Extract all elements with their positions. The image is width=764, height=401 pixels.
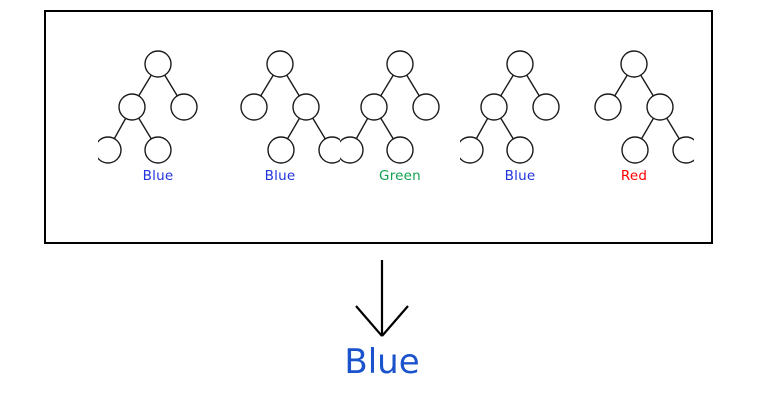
tree-node-root	[506, 50, 534, 78]
tree-node-left-child	[360, 93, 388, 121]
decision-tree-5: Red	[574, 50, 694, 210]
tree-node-left-child-leaf	[240, 93, 268, 121]
tree-node-right-grandchild-2	[672, 136, 694, 164]
tree-node-right-child-leaf	[532, 93, 560, 121]
tree-node-right-grandchild-1	[621, 136, 649, 164]
tree-edge	[380, 117, 394, 140]
decision-tree-1: Blue	[98, 50, 218, 210]
tree-node-left-child	[480, 93, 508, 121]
tree-node-left-grandchild-2	[144, 136, 172, 164]
tree-edge	[312, 117, 326, 140]
tree-node-left-grandchild-1	[460, 136, 484, 164]
tree-edge	[164, 74, 178, 97]
tree-node-right-child	[646, 93, 674, 121]
tree-node-left-child-leaf	[594, 93, 622, 121]
tree-node-right-child-leaf	[170, 93, 198, 121]
tree-prediction-label: Blue	[504, 168, 536, 184]
tree-edge	[406, 74, 420, 97]
tree-edge	[500, 74, 514, 97]
tree-edge	[286, 117, 301, 140]
tree-node-root	[386, 50, 414, 78]
tree-edge	[526, 74, 540, 97]
tree-node-left-child	[118, 93, 146, 121]
tree-prediction-label: Blue	[142, 168, 174, 184]
tree-edge	[614, 74, 628, 97]
tree-edge	[138, 117, 152, 140]
trees-row: Blue Blue Green Blue Red	[46, 12, 711, 242]
decision-tree-4: Blue	[460, 50, 580, 210]
tree-node-left-grandchild-1	[340, 136, 364, 164]
tree-prediction-label: Blue	[264, 168, 296, 184]
tree-edge	[286, 74, 300, 97]
tree-node-root	[144, 50, 172, 78]
tree-prediction-label: Red	[620, 168, 648, 184]
tree-node-left-grandchild-2	[386, 136, 414, 164]
tree-edge	[666, 117, 680, 140]
tree-node-left-grandchild-1	[98, 136, 122, 164]
tree-prediction-label: Green	[379, 168, 421, 184]
tree-edge	[113, 118, 127, 139]
ensemble-container: Blue Blue Green Blue Red	[44, 10, 713, 244]
decision-tree-3: Green	[340, 50, 460, 210]
tree-edge	[640, 117, 655, 140]
tree-edge	[260, 74, 274, 97]
decision-tree-2: Blue	[220, 50, 340, 210]
tree-graphic	[340, 50, 440, 164]
tree-node-right-grandchild-2	[318, 136, 340, 164]
tree-node-right-child-leaf	[412, 93, 440, 121]
tree-node-right-child	[292, 93, 320, 121]
down-arrow	[330, 258, 434, 344]
tree-graphic	[460, 50, 560, 164]
tree-edge	[500, 117, 514, 140]
tree-edge	[640, 74, 654, 97]
tree-graphic	[240, 50, 340, 164]
tree-graphic	[594, 50, 694, 164]
tree-edge	[380, 74, 394, 97]
tree-node-root	[266, 50, 294, 78]
final-prediction-label: Blue	[344, 342, 420, 382]
tree-node-left-grandchild-2	[506, 136, 534, 164]
tree-edge	[138, 74, 152, 97]
tree-node-right-grandchild-1	[267, 136, 295, 164]
tree-edge	[475, 118, 489, 139]
tree-node-root	[620, 50, 648, 78]
tree-edge	[355, 118, 369, 139]
tree-graphic	[98, 50, 198, 164]
